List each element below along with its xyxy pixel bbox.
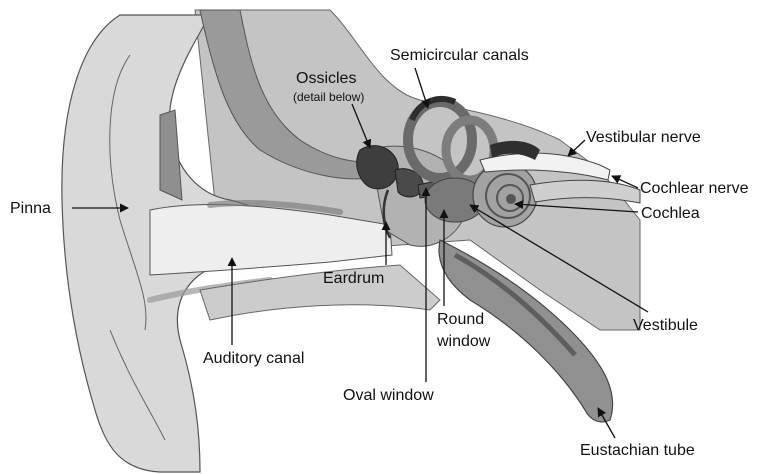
label-vestibule: Vestibule [633,317,698,334]
pinna-concha [160,110,182,200]
label-eardrum: Eardrum [323,270,384,287]
label-ossicles: Ossicles [296,70,356,87]
label-vestibular-nerve: Vestibular nerve [586,129,701,146]
label-eustachian-tube: Eustachian tube [580,442,695,459]
label-cochlea: Cochlea [641,205,700,222]
label-pinna: Pinna [10,200,51,217]
label-auditory-canal: Auditory canal [203,350,304,367]
label-semicircular-canals: Semicircular canals [390,47,529,64]
cochlea-shape [473,163,537,227]
label-ossicles-detail: (detail below) [293,90,364,104]
label-round-window-line1: Round [437,311,484,328]
label-oval-window: Oval window [343,387,434,404]
label-cochlear-nerve: Cochlear nerve [640,180,749,197]
label-round-window-line2: window [436,333,491,350]
lower-tissue [200,265,440,320]
